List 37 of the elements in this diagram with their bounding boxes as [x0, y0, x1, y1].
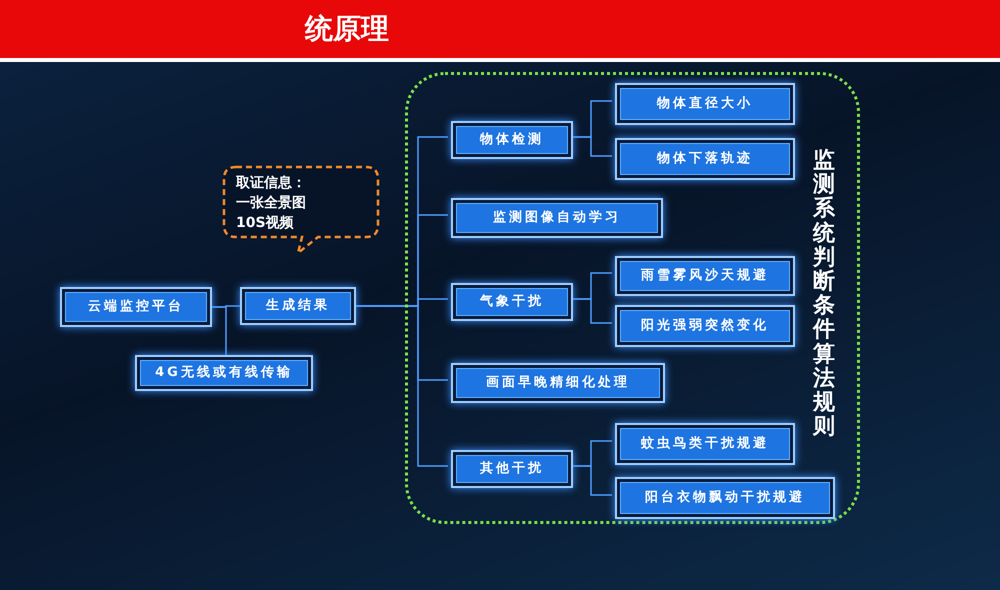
process-box: [240, 287, 356, 325]
box-label: 生成结果: [266, 297, 330, 316]
box-label: 画面早晚精细化处理: [486, 374, 630, 392]
box-label: 物体检测: [480, 131, 544, 150]
connector-line: [356, 305, 448, 467]
box-label: 4G无线或有线传输: [155, 364, 293, 382]
box-label: 蚊虫鸟类干扰规避: [641, 434, 769, 454]
process-box: [451, 283, 573, 321]
process-box: [451, 363, 665, 403]
box-label: 阳台衣物飘动干扰规避: [645, 488, 805, 508]
callout-text: 取证信息：: [236, 174, 306, 193]
box-label: 其他干扰: [480, 460, 544, 478]
box-label: 物体直径大小: [657, 95, 753, 114]
callout-text: 一张全景图: [236, 194, 306, 213]
process-box: [615, 138, 795, 180]
callout-text: 10S视频: [236, 214, 295, 233]
process-box: [615, 256, 795, 296]
title: 统原理: [305, 11, 389, 47]
process-box: [615, 305, 795, 347]
process-box: [60, 287, 212, 327]
process-box: [451, 198, 663, 238]
speech-bubble: [222, 165, 380, 255]
process-box: [135, 355, 313, 391]
process-box: [451, 450, 573, 488]
dotted-group-frame: [405, 72, 860, 524]
process-box: [615, 477, 835, 519]
box-label: 雨雪雾风沙天规避: [641, 266, 769, 286]
vertical-heading: 监测系统判断条件算法规则: [813, 149, 835, 440]
box-label: 监测图像自动学习: [493, 209, 621, 228]
process-box: [451, 121, 573, 159]
box-label: 气象干扰: [480, 293, 544, 312]
box-label: 云端监控平台: [88, 298, 184, 316]
box-label: 物体下落轨迹: [657, 150, 753, 168]
process-box: [615, 423, 795, 465]
process-box: [615, 83, 795, 125]
connector-line: [212, 306, 227, 355]
box-label: 阳光强弱突然变化: [641, 316, 769, 336]
